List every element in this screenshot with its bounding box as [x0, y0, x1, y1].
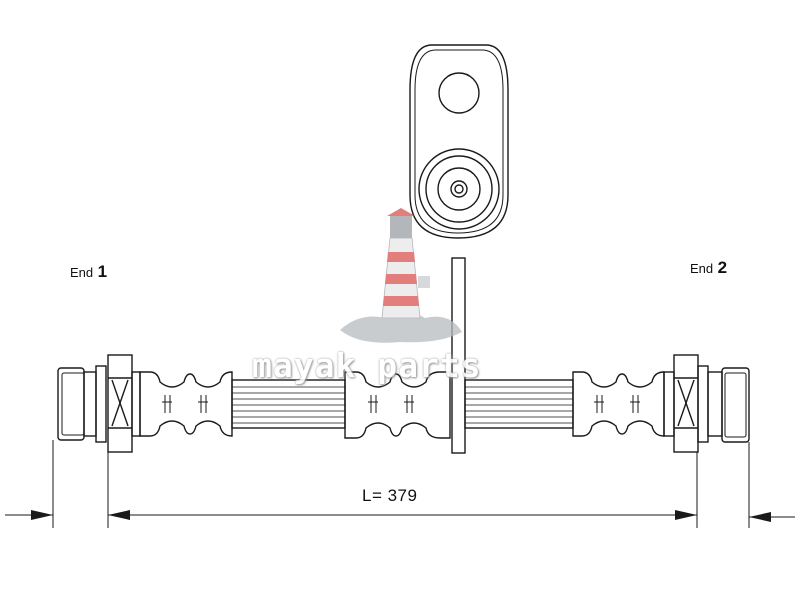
end-2-fitting: [663, 354, 750, 453]
end-1-label: End 1: [70, 262, 107, 282]
end-1-number: 1: [97, 262, 108, 281]
middle-sleeve: [344, 371, 451, 439]
end-1-word: End: [70, 265, 94, 280]
end-2-label: End 2: [690, 258, 727, 278]
end-2-word: End: [690, 261, 714, 276]
right-sleeve: [572, 371, 665, 437]
watermark-text: mayak parts: [252, 346, 482, 385]
bracket-top-view: [409, 44, 509, 239]
end-1-fitting: [57, 354, 141, 453]
mounting-plate: [451, 257, 466, 454]
end-2-number: 2: [717, 258, 728, 277]
length-dimension-label: L= 379: [362, 486, 418, 505]
dimension-arrows: [31, 510, 771, 522]
lighthouse-logo: [340, 208, 462, 343]
left-sleeve: [139, 371, 233, 437]
hose-left-segment: [231, 379, 346, 429]
hose-right-segment: [464, 379, 574, 429]
